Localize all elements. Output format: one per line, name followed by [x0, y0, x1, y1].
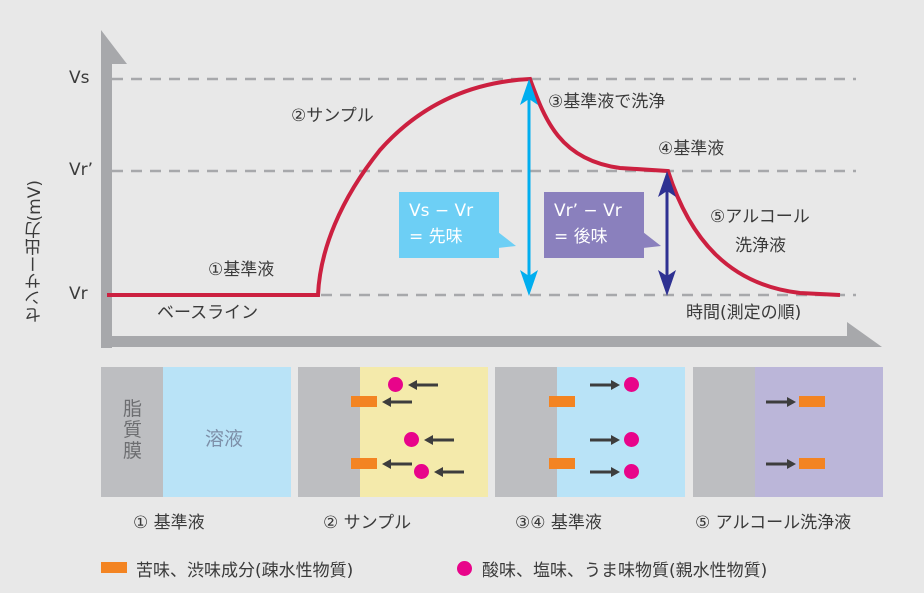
- solution-area: [557, 367, 685, 497]
- first-taste-arrow: [520, 79, 538, 296]
- arrow-right-icon: [590, 467, 620, 477]
- sensor-output-graph: [101, 30, 882, 348]
- arrow-left-icon: [382, 397, 412, 407]
- lipid-membrane: 脂質膜: [101, 367, 163, 497]
- first-taste-callout-tail: [498, 232, 516, 248]
- panel2-caption: ② サンプル: [323, 513, 412, 533]
- hydrophilic-molecule: [388, 377, 403, 392]
- arrow-left-icon: [434, 467, 464, 477]
- arrow-left-icon: [408, 380, 438, 390]
- after-taste-arrow: [658, 171, 676, 296]
- legend-hydrophobic-label: 苦味、渋味成分(疎水性物質): [136, 561, 354, 581]
- hydrophilic-molecule: [624, 377, 639, 392]
- membrane-label: 脂質膜: [123, 398, 143, 462]
- hydrophobic-molecule: [799, 458, 825, 469]
- legend-hydrophilic-swatch: [457, 561, 472, 576]
- panel-reference-wash: [495, 367, 685, 497]
- hydrophilic-molecule: [624, 464, 639, 479]
- first-taste-formula: Vs − Vr: [409, 201, 474, 221]
- hydrophilic-molecule: [624, 432, 639, 447]
- solution-label: 溶液: [205, 428, 244, 450]
- after-taste-result: = 後味: [554, 227, 608, 247]
- hydrophobic-molecule: [799, 396, 825, 407]
- panel-reference-solution: 脂質膜 溶液: [101, 367, 291, 497]
- hydrophobic-molecule: [549, 458, 575, 469]
- solution-area: [755, 367, 883, 497]
- hydrophobic-molecule: [351, 458, 377, 469]
- arrow-left-icon: [382, 459, 412, 469]
- step3-label: ③基準液で洗浄: [548, 92, 666, 112]
- after-taste-formula: Vr’ − Vr: [554, 201, 622, 221]
- arrow-right-icon: [766, 397, 796, 407]
- panel3-caption: ③④ 基準液: [515, 513, 602, 533]
- y-axis: [101, 30, 127, 348]
- lipid-membrane: [495, 367, 557, 497]
- sensor-response-curve: [107, 76, 841, 297]
- lipid-membrane: [298, 367, 360, 497]
- arrow-right-icon: [590, 380, 620, 390]
- arrow-right-icon: [590, 435, 620, 445]
- step1-label: ①基準液: [208, 260, 275, 280]
- hydrophobic-molecule: [549, 396, 575, 407]
- panel4-caption: ⑤ アルコール洗浄液: [695, 513, 852, 533]
- vr-tick-label: Vr: [69, 284, 88, 304]
- panel-sample: [298, 367, 488, 497]
- arrow-right-icon: [766, 459, 796, 469]
- solution-area: 溶液: [163, 367, 291, 497]
- baseline-label: ベースライン: [157, 303, 259, 323]
- lipid-membrane: [693, 367, 755, 497]
- panel1-caption: ① 基準液: [133, 513, 205, 533]
- legend-hydrophobic-swatch: [101, 562, 127, 573]
- hydrophilic-molecule: [414, 464, 429, 479]
- after-taste-callout: Vr’ − Vr = 後味: [544, 192, 644, 258]
- after-taste-callout-tail: [643, 232, 661, 248]
- x-axis-label: 時間(測定の順): [686, 303, 802, 323]
- step5-label-line1: ⑤アルコール: [710, 207, 810, 227]
- step2-label: ②サンプル: [291, 106, 374, 126]
- arrow-left-icon: [424, 435, 454, 445]
- vs-tick-label: Vs: [69, 68, 90, 88]
- hydrophobic-molecule: [351, 396, 377, 407]
- legend-hydrophilic-label: 酸味、塩味、うま味物質(親水性物質): [482, 561, 768, 581]
- hydrophilic-molecule: [404, 432, 419, 447]
- first-taste-callout: Vs − Vr = 先味: [399, 192, 499, 258]
- first-taste-result: = 先味: [409, 227, 463, 247]
- step4-label: ④基準液: [658, 139, 725, 159]
- vr-prime-tick-label: Vr’: [69, 160, 94, 180]
- x-axis: [101, 322, 882, 347]
- panel-alcohol-wash: [693, 367, 883, 497]
- step5-label-line2: 洗浄液: [735, 236, 786, 256]
- y-axis-label: センサー出力(mV): [25, 180, 45, 324]
